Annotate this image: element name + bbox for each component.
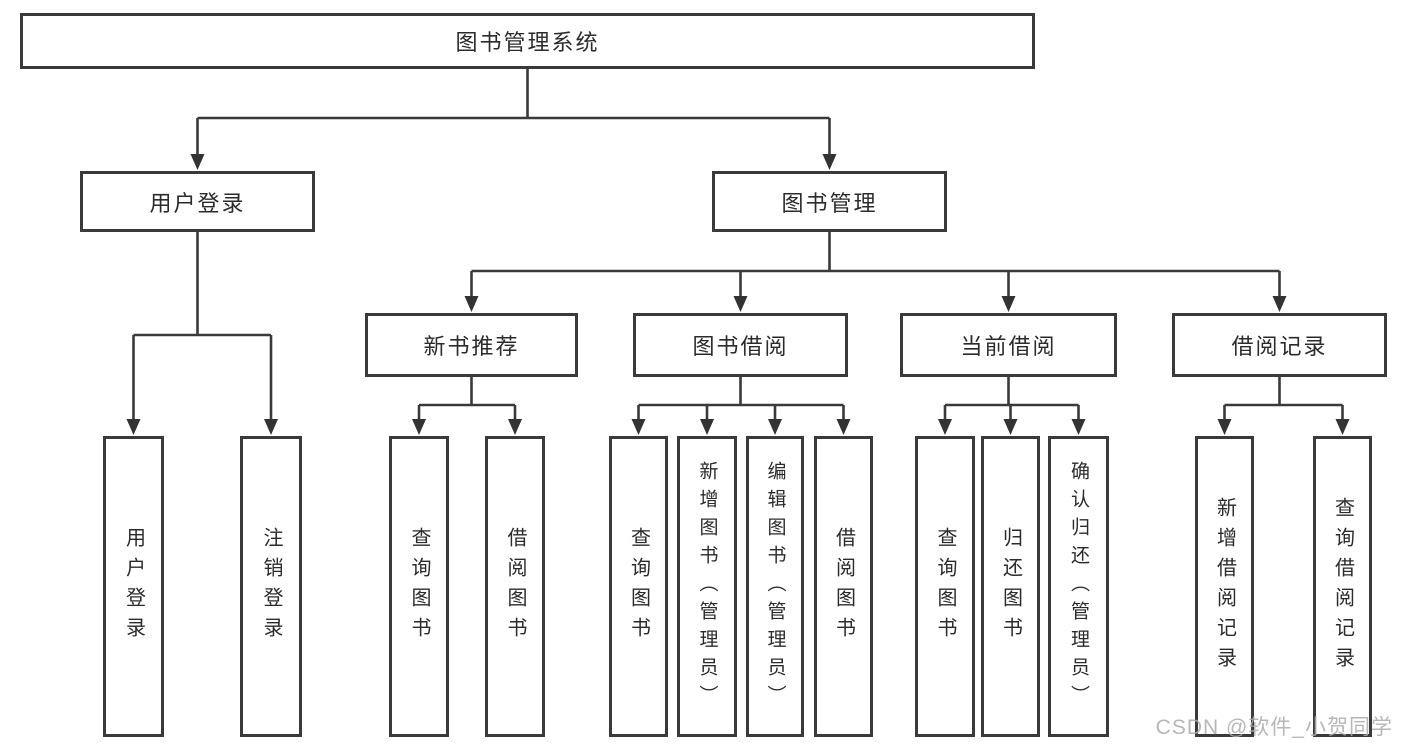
node-leaf-query-books-borrow: 查询图书 bbox=[609, 436, 668, 737]
node-leaf-query-books-current: 查询图书 bbox=[915, 436, 975, 737]
node-label: 图书管理系统 bbox=[455, 30, 600, 55]
edge-book-mgmt-split bbox=[464, 232, 1287, 312]
node-leaf-edit-books-admin: 编辑图书（管理员） bbox=[746, 436, 804, 737]
node-label: 新书推荐 bbox=[423, 334, 520, 359]
node-leaf-query-borrow-record: 查询借阅记录 bbox=[1313, 436, 1372, 737]
node-label: 归还图书 bbox=[999, 526, 1022, 647]
node-label: 查询图书 bbox=[934, 526, 956, 647]
node-label: 用户登录 bbox=[149, 190, 246, 216]
watermark: CSDN @软件_小贺同学 bbox=[1155, 716, 1393, 739]
node-label: 确认归还（管理员） bbox=[1068, 460, 1089, 713]
node-leaf-borrow-books: 借阅图书 bbox=[814, 436, 873, 737]
node-book-management: 图书管理 bbox=[712, 171, 947, 232]
edge-borrow-record-split bbox=[1217, 377, 1350, 435]
node-user-login: 用户登录 bbox=[80, 171, 315, 232]
node-borrowing-records: 借阅记录 bbox=[1172, 313, 1387, 377]
node-current-borrowing: 当前借阅 bbox=[900, 313, 1117, 377]
node-label: 用户登录 bbox=[122, 526, 145, 647]
node-label: 查询图书 bbox=[408, 526, 430, 647]
node-label: 查询借阅记录 bbox=[1331, 496, 1354, 677]
edge-new-book-split bbox=[412, 377, 522, 435]
node-label: 借阅图书 bbox=[504, 526, 526, 647]
node-leaf-logout: 注销登录 bbox=[240, 436, 302, 737]
node-label: 借阅记录 bbox=[1231, 334, 1328, 359]
node-leaf-add-books-admin: 新增图书（管理员） bbox=[677, 436, 737, 737]
node-label: 注销登录 bbox=[260, 526, 282, 647]
edge-book-borrow-split bbox=[631, 377, 851, 435]
node-leaf-return-books: 归还图书 bbox=[981, 436, 1040, 737]
node-label: 借阅图书 bbox=[832, 526, 855, 647]
node-label: 新增图书（管理员） bbox=[696, 460, 718, 713]
edge-user-login-split bbox=[126, 232, 278, 435]
edge-current-borrow-split bbox=[938, 377, 1086, 435]
node-new-book-recommend: 新书推荐 bbox=[365, 313, 578, 377]
node-library-system-root: 图书管理系统 bbox=[20, 13, 1035, 69]
node-label: 查询图书 bbox=[627, 526, 650, 647]
node-leaf-add-borrow-record: 新增借阅记录 bbox=[1195, 436, 1254, 737]
node-leaf-user-login: 用户登录 bbox=[103, 436, 164, 737]
node-leaf-confirm-return-admin: 确认归还（管理员） bbox=[1048, 436, 1109, 737]
node-label: 新增借阅记录 bbox=[1213, 496, 1236, 677]
node-leaf-borrow-books-recommend: 借阅图书 bbox=[485, 436, 545, 737]
node-label: 图书管理 bbox=[781, 190, 878, 216]
node-label: 图书借阅 bbox=[692, 334, 789, 359]
edge-root-split bbox=[190, 69, 837, 170]
node-label: 当前借阅 bbox=[960, 334, 1057, 359]
node-label: 编辑图书（管理员） bbox=[764, 460, 786, 713]
node-book-borrowing: 图书借阅 bbox=[633, 313, 848, 377]
node-leaf-query-books-recommend: 查询图书 bbox=[389, 436, 449, 737]
